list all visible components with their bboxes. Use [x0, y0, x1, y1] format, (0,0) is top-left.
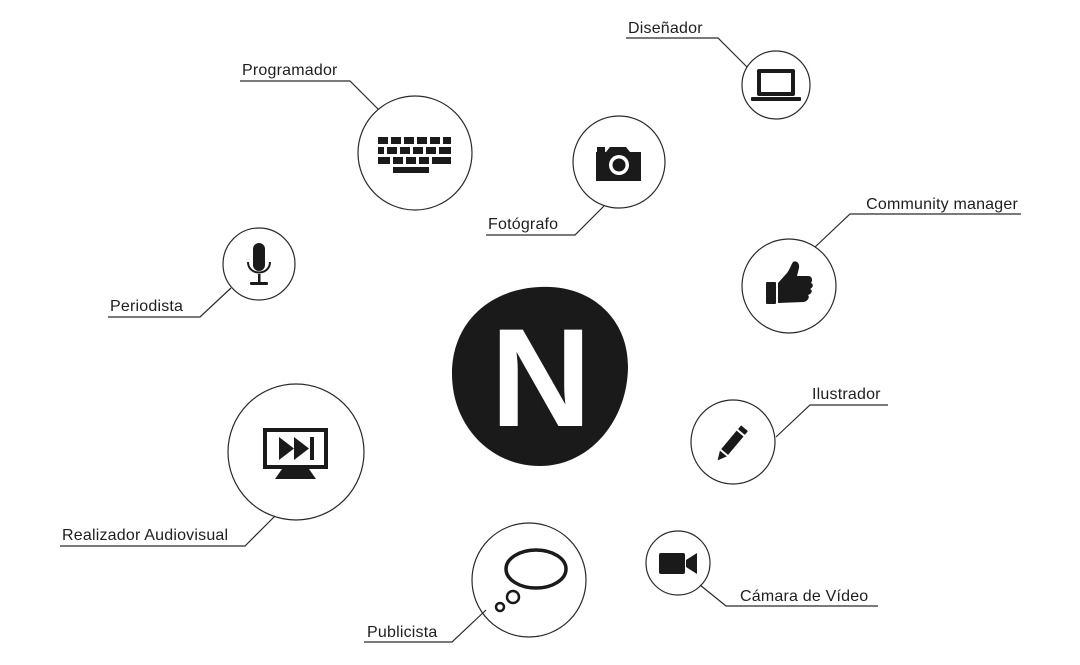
role-label: Cámara de Vídeo: [740, 588, 868, 605]
logo-blob: [452, 286, 628, 466]
role-realizador: Realizador Audiovisual: [60, 383, 365, 547]
role-label: Programador: [242, 62, 338, 79]
microphone-icon: [247, 243, 271, 285]
leader-line: [60, 515, 276, 547]
laptop-icon: [751, 69, 801, 101]
keyboard-icon: [378, 137, 451, 173]
leader-line: [364, 609, 487, 643]
role-camara: Cámara de Vídeo: [645, 530, 878, 607]
leader-line: [626, 37, 748, 68]
thought-bubble-icon: [494, 548, 568, 613]
role-label: Realizador Audiovisual: [62, 527, 228, 544]
camera-icon: [596, 147, 641, 181]
leader-line: [108, 287, 232, 318]
role-label: Diseñador: [628, 20, 703, 37]
leader-line: [486, 205, 605, 236]
role-programador: Programador: [240, 62, 473, 211]
role-fotografo: Fotógrafo: [486, 115, 666, 236]
leader-line: [699, 584, 878, 607]
role-circle: [471, 522, 587, 638]
thumbs-up-icon: [766, 261, 813, 304]
role-publicista: Publicista: [364, 522, 587, 643]
leader-line: [775, 404, 888, 438]
role-label: Ilustrador: [812, 386, 881, 403]
leader-line: [813, 213, 1021, 249]
role-label: Community manager: [866, 196, 1018, 213]
leader-line: [240, 80, 381, 112]
pencil-icon: [717, 425, 748, 461]
role-community: Community manager: [741, 196, 1021, 334]
role-label: Publicista: [367, 624, 437, 641]
center-logo: N: [452, 286, 628, 466]
role-label: Fotógrafo: [488, 216, 558, 233]
fast-forward-monitor-icon: [263, 428, 328, 479]
role-label: Periodista: [110, 298, 183, 315]
logo-letter: N: [490, 299, 591, 456]
role-periodista: Periodista: [108, 227, 296, 318]
video-camera-icon: [659, 553, 697, 574]
role-disenador: Diseñador: [626, 20, 811, 120]
role-ilustrador: Ilustrador: [690, 386, 888, 485]
